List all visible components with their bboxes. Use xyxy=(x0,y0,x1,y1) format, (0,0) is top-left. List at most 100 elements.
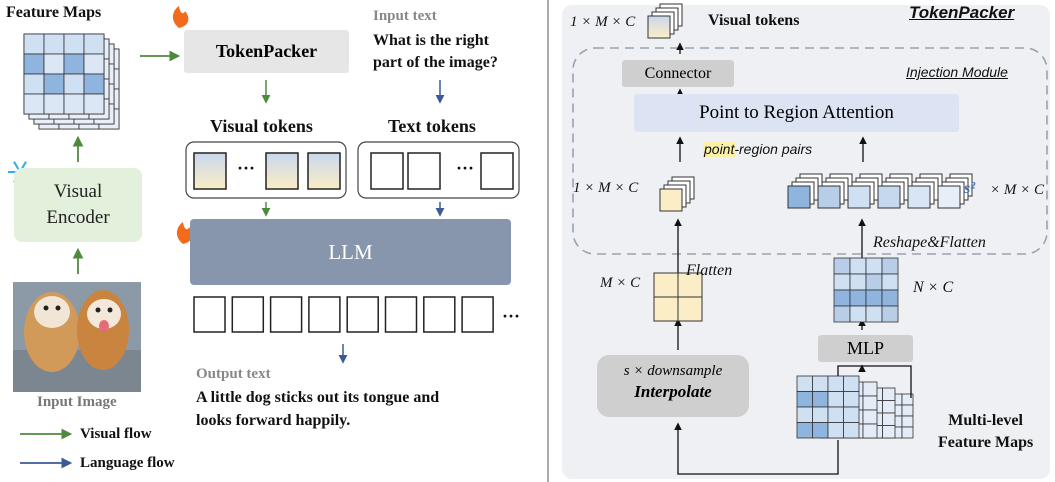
legend-language-flow: Language flow xyxy=(80,455,175,471)
nc-grid-cell xyxy=(833,305,851,323)
mlp-label: MLP xyxy=(846,338,884,358)
visual-encoder-label: Visual Encoder xyxy=(46,181,110,228)
mc-grid-cell xyxy=(677,272,703,298)
legend-visual-flow: Visual flow xyxy=(80,426,152,442)
tokenpacker-box: TokenPacker xyxy=(184,30,349,73)
mlp-box: MLP xyxy=(818,335,913,362)
feature-map-cell xyxy=(83,73,105,95)
feature-map-cell xyxy=(83,53,105,75)
pairs-label: point-region pairs xyxy=(703,141,814,157)
puppy-tongue xyxy=(99,320,109,332)
multilevel-feature-cell xyxy=(827,406,844,423)
output-token xyxy=(193,296,226,333)
region-token-stack-layer xyxy=(877,185,901,209)
nc-grid-cell xyxy=(849,257,867,275)
output-token xyxy=(308,296,341,333)
input-image-puppies xyxy=(13,282,141,392)
multilevel-feature-cell xyxy=(796,391,813,408)
downsample-label: s × downsample xyxy=(623,363,723,379)
nc-grid-cell xyxy=(865,305,883,323)
attention-box: Point to Region Attention xyxy=(634,94,959,132)
nc-grid-cell xyxy=(849,305,867,323)
connector-box: Connector xyxy=(622,60,734,87)
multilevel-feature-cell xyxy=(901,426,914,439)
output-ellipsis: ··· xyxy=(502,306,521,326)
multilevel-feature-cell xyxy=(882,387,896,401)
visual-tokens-label: Visual tokens xyxy=(210,116,313,136)
multilevel-feature-cell xyxy=(796,406,813,423)
multilevel-feature-cell xyxy=(882,400,896,414)
input-image-label: Input Image xyxy=(37,394,117,410)
puppy-left-face xyxy=(34,296,70,328)
output-token xyxy=(384,296,418,333)
feature-map-cell xyxy=(83,33,105,55)
fire-icon xyxy=(176,222,193,244)
feature-map-cell xyxy=(23,93,45,115)
feature-map-cell xyxy=(23,33,45,55)
puppy-eye xyxy=(107,307,113,313)
multilevel-feature-cell xyxy=(843,406,860,423)
region-token-stack-layer xyxy=(907,185,931,209)
multilevel-feature-cell xyxy=(827,422,844,439)
multilevel-feature-cell xyxy=(812,391,829,408)
left-dim-label: 1 × M × C xyxy=(573,180,639,196)
multilevel-feature-cell xyxy=(843,422,860,439)
visual-token xyxy=(307,152,341,190)
multilevel-feature-cell xyxy=(901,415,914,428)
puppy-eye xyxy=(55,305,61,311)
nc-grid-cell xyxy=(865,257,883,275)
fire-icon xyxy=(172,6,189,28)
visual-token xyxy=(265,152,299,190)
multilevel-feature-cell xyxy=(843,375,860,392)
output-token xyxy=(269,296,303,333)
features-to-interpolate-line xyxy=(674,422,839,475)
connector-label: Connector xyxy=(644,64,712,82)
feature-maps-label: Feature Maps xyxy=(6,4,102,21)
nc-grid-cell xyxy=(833,257,851,275)
feature-map-cell xyxy=(63,53,85,75)
llm-label: LLM xyxy=(328,239,373,264)
feature-map-cell xyxy=(63,93,85,115)
feature-map-cell xyxy=(43,53,65,75)
mc-grid-cell xyxy=(653,296,679,322)
nc-grid-cell xyxy=(881,305,899,323)
mc-grid-cell xyxy=(653,272,679,298)
multilevel-label: Multi-level Feature Maps xyxy=(938,412,1034,451)
injection-module-label: Injection Module xyxy=(906,64,1008,80)
multilevel-feature-cell xyxy=(882,425,896,439)
feature-map-cell xyxy=(63,73,85,95)
injection-module-border xyxy=(572,47,1048,255)
tokenpacker-label: TokenPacker xyxy=(215,41,318,61)
puppy-eye xyxy=(95,307,101,313)
nc-grid-cell xyxy=(833,273,851,291)
nc-grid-cell xyxy=(833,289,851,307)
feature-map-cell xyxy=(23,53,45,75)
right-visual-tokens-label: Visual tokens xyxy=(708,12,800,29)
nc-grid-cell xyxy=(849,273,867,291)
multilevel-feature-cell xyxy=(862,409,878,425)
multilevel-feature-cell xyxy=(812,406,829,423)
multilevel-feature-cell xyxy=(796,422,813,439)
visual-token xyxy=(193,152,227,190)
nc-label: N × C xyxy=(913,279,954,296)
feature-map-cell xyxy=(83,93,105,115)
visual-token-ellipsis: ··· xyxy=(237,158,256,178)
text-token xyxy=(370,152,404,190)
feature-map-cell xyxy=(23,73,45,95)
feature-map-cell xyxy=(43,33,65,55)
llm-box: LLM xyxy=(190,219,511,285)
reshape-flatten-label: Reshape&Flatten xyxy=(873,234,986,251)
top-dim-label: 1 × M × C xyxy=(570,14,636,30)
multilevel-feature-cell xyxy=(812,422,829,439)
multilevel-feature-cell xyxy=(843,391,860,408)
output-token xyxy=(461,296,494,333)
nc-grid-cell xyxy=(881,273,899,291)
feature-map-cell xyxy=(43,73,65,95)
multilevel-feature-cell xyxy=(862,395,878,411)
input-text: What is the right part of the image? xyxy=(373,32,498,71)
input-text-header: Input text xyxy=(373,8,437,24)
feature-map-cell xyxy=(63,33,85,55)
top-visual-token-stack-layer xyxy=(647,15,671,39)
multilevel-feature-cell xyxy=(882,412,896,426)
